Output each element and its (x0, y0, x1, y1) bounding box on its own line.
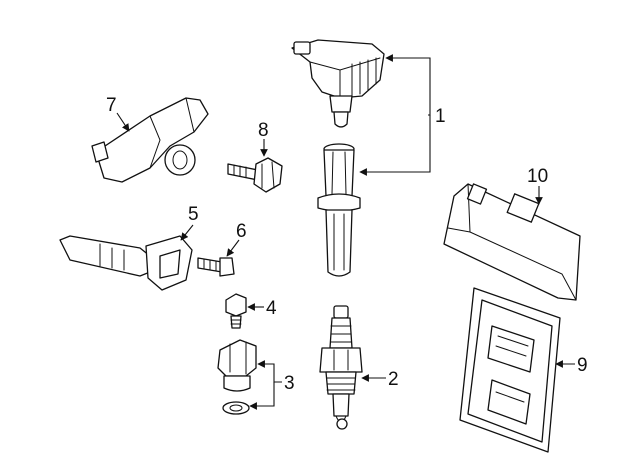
leader-lines (116, 54, 575, 410)
callout-9: 9 (577, 355, 588, 376)
callout-5: 5 (188, 204, 199, 225)
spark-plug[interactable] (319, 305, 363, 430)
o-ring-seal[interactable] (222, 401, 250, 415)
coil-boot-tube[interactable] (317, 143, 361, 277)
bolt-small[interactable] (225, 293, 247, 329)
bolt-sensor[interactable] (197, 257, 235, 277)
sensor-with-seal[interactable] (217, 339, 257, 392)
ignition-coil-head[interactable] (291, 39, 385, 128)
position-sensor[interactable] (59, 235, 193, 291)
callout-8: 8 (258, 120, 269, 141)
callout-6: 6 (236, 221, 247, 242)
callout-4: 4 (266, 298, 277, 319)
callout-7: 7 (106, 95, 117, 116)
callout-3: 3 (284, 373, 295, 394)
callout-1: 1 (435, 106, 446, 127)
engine-control-module[interactable] (459, 287, 561, 453)
ecm-bracket[interactable] (443, 183, 581, 301)
callout-10: 10 (527, 166, 548, 187)
knock-sensor-bracket[interactable] (91, 97, 209, 183)
callout-2: 2 (388, 369, 399, 390)
flange-bolt[interactable] (227, 157, 283, 193)
